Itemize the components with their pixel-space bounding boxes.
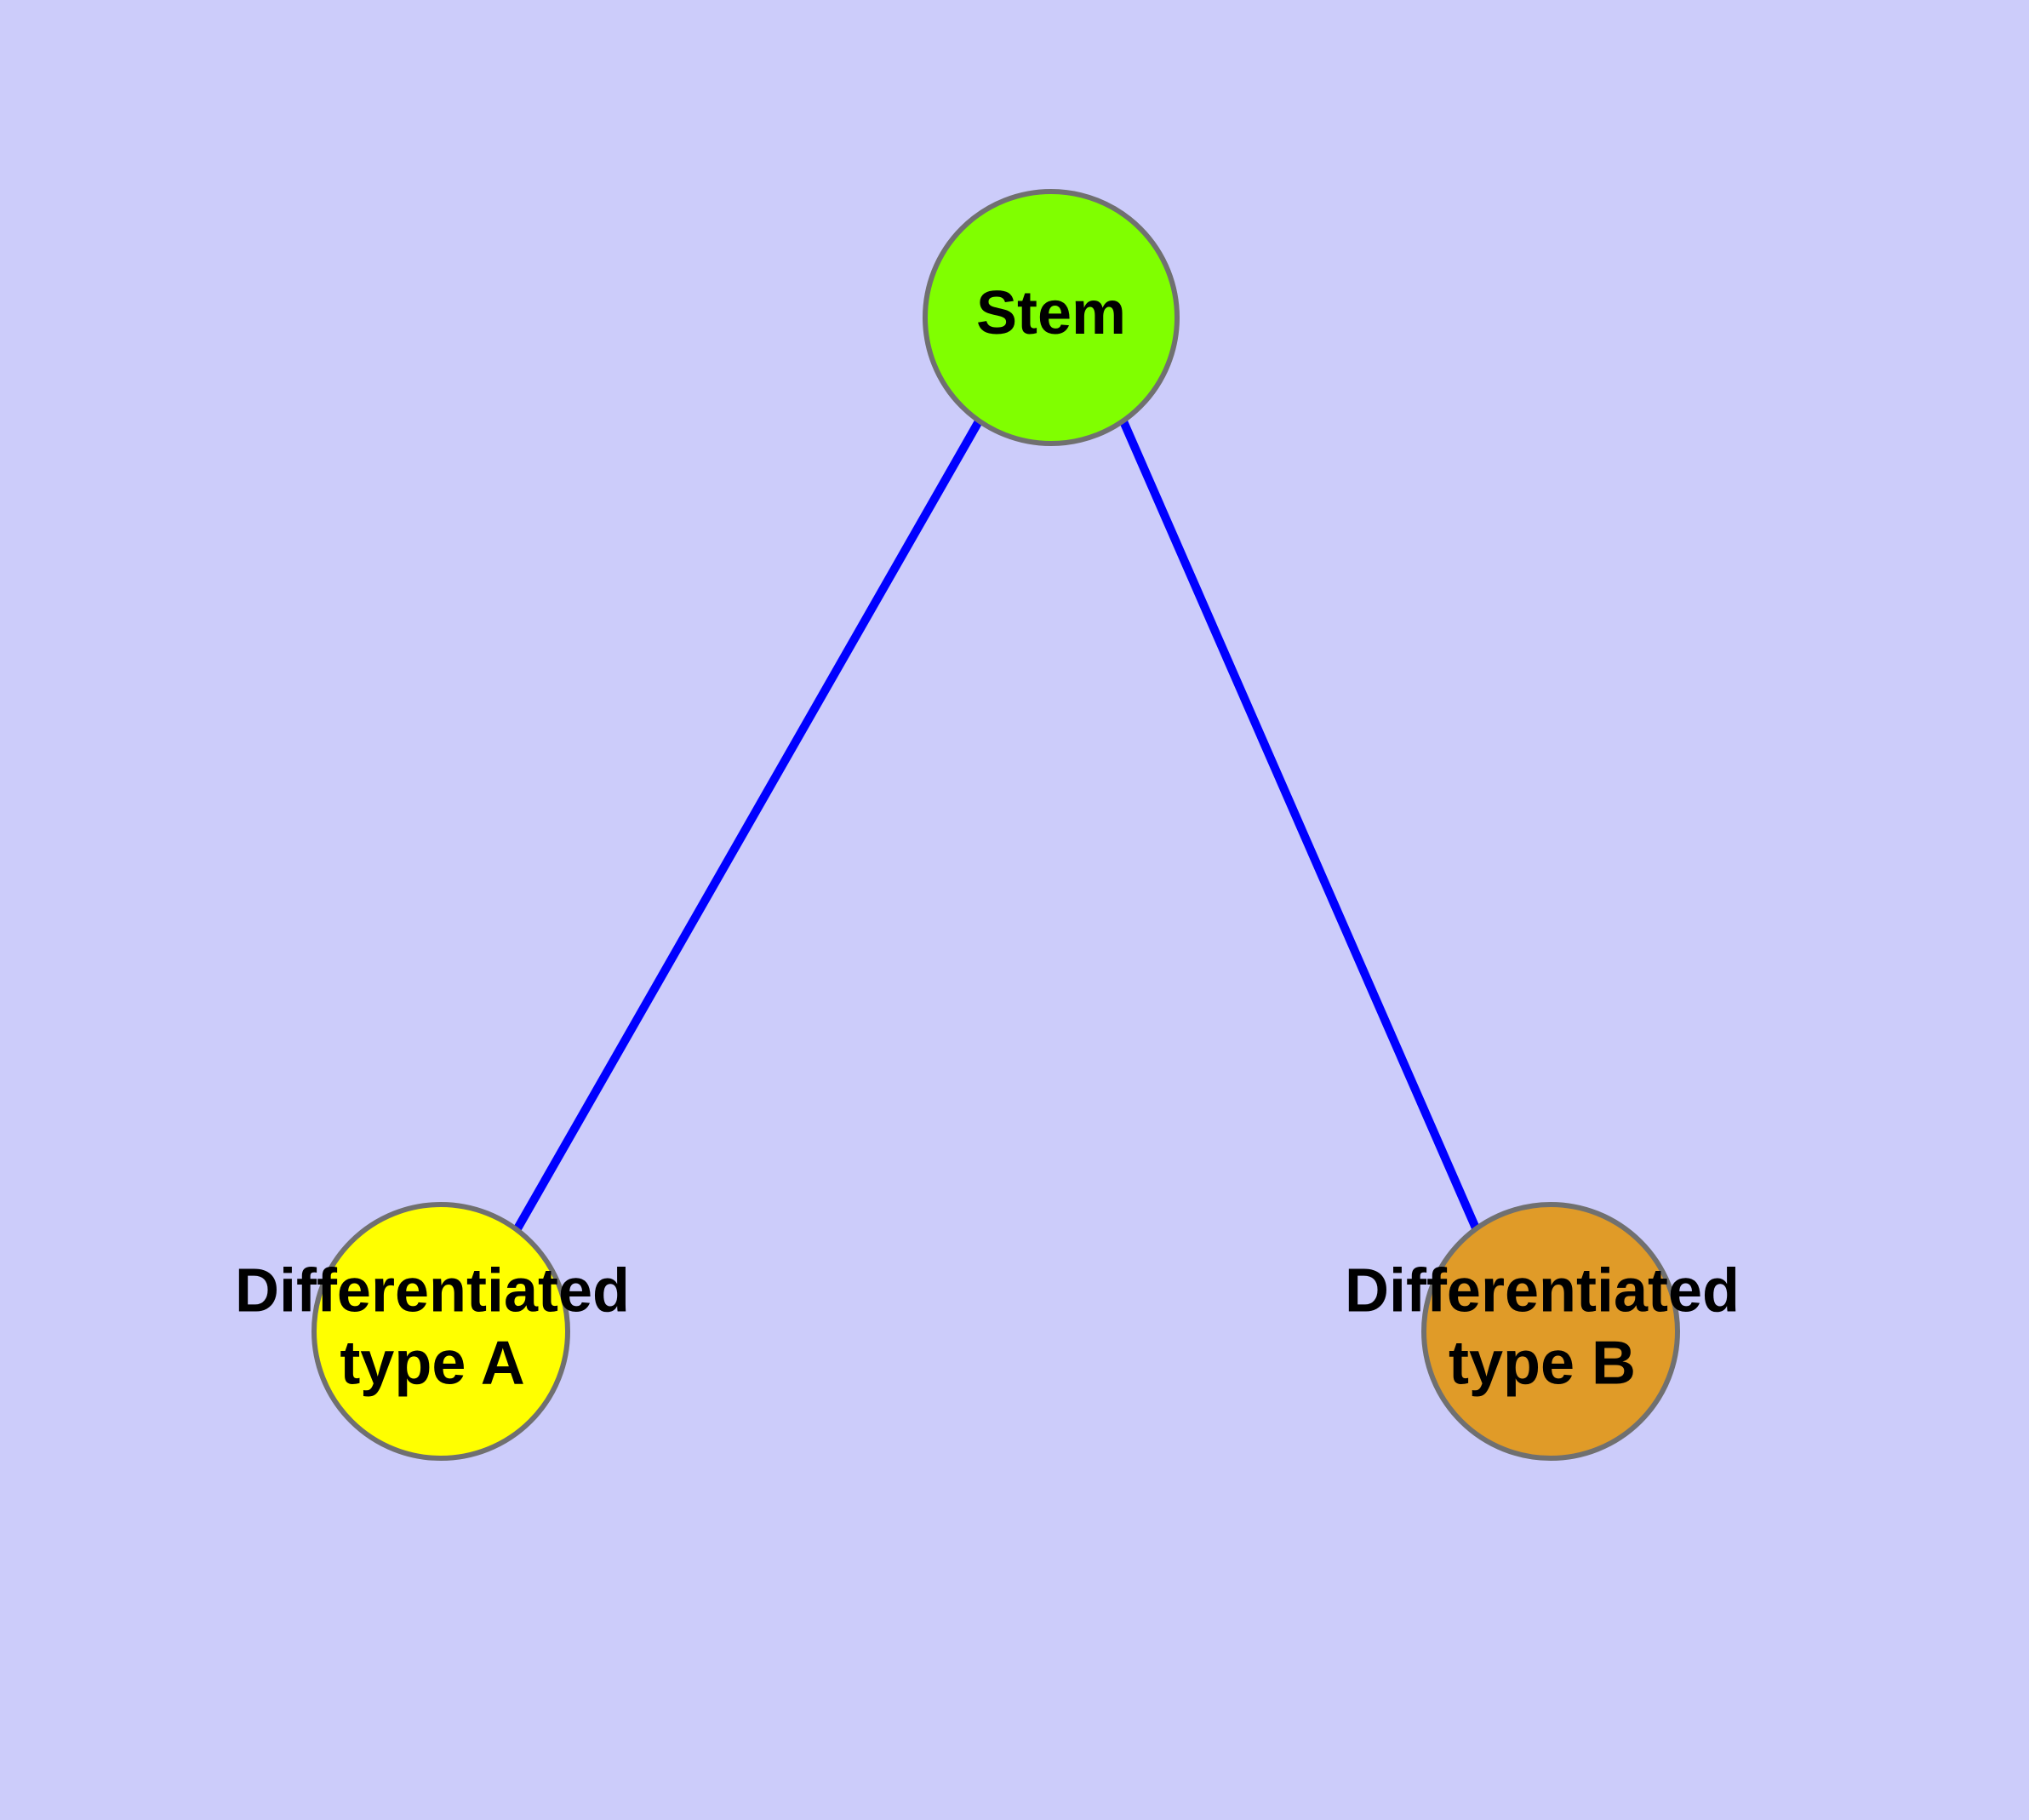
- node-label-line: type B: [1449, 1329, 1636, 1397]
- node-label-line: Differentiated: [235, 1257, 630, 1325]
- node-label-line: Differentiated: [1345, 1257, 1740, 1325]
- edge-stem-to-diff-a[interactable]: [512, 419, 983, 1233]
- edge-stem-to-diff-b[interactable]: [1119, 419, 1481, 1233]
- node-label-line: Stem: [976, 279, 1126, 347]
- nodes-layer: [311, 189, 1680, 1461]
- node-stem[interactable]: [923, 189, 1180, 446]
- node-label-stem: Stem: [976, 279, 1126, 347]
- node-diff-a[interactable]: [311, 1202, 570, 1461]
- node-diff-b[interactable]: [1421, 1202, 1680, 1461]
- edges-layer: [512, 419, 1481, 1233]
- node-label-line: type A: [340, 1329, 524, 1397]
